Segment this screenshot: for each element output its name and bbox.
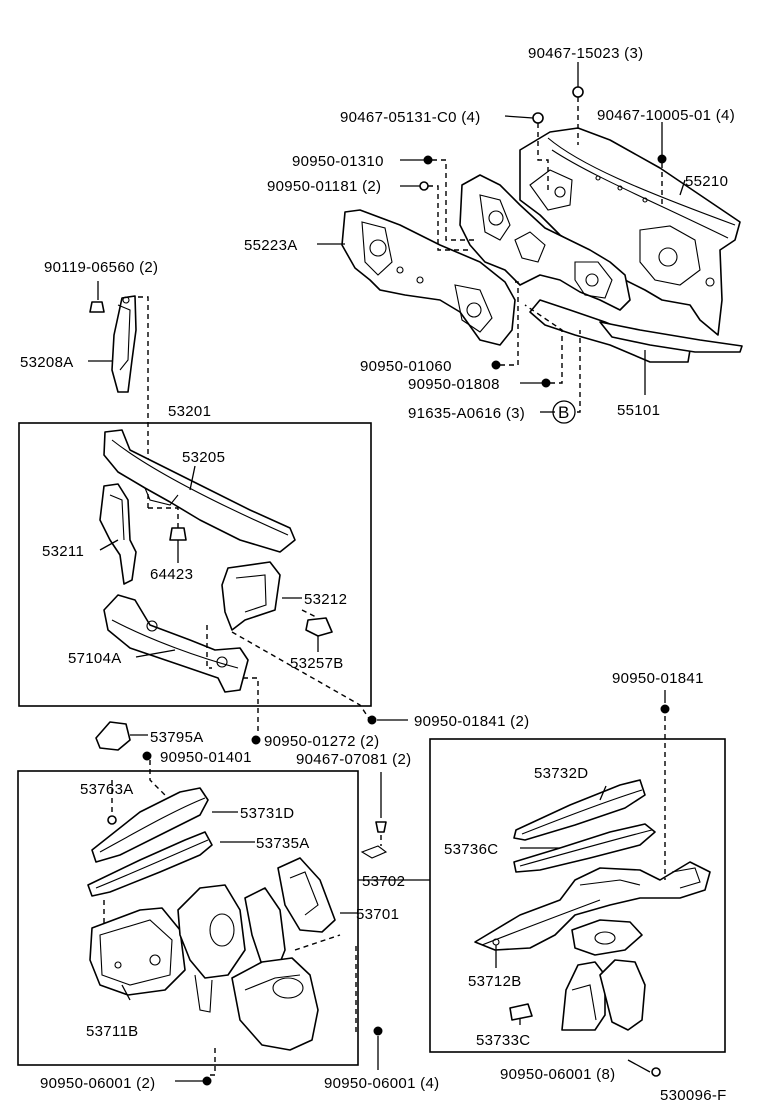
dashed-leaders-53201 — [148, 507, 371, 732]
leader-lines-53701 — [121, 811, 430, 1001]
label-53736C: 53736C — [444, 841, 498, 858]
clip-90467-07081-icon — [375, 821, 387, 833]
label-53733C: 53733C — [476, 1032, 530, 1049]
label-53212: 53212 — [304, 591, 347, 608]
support-53205 — [103, 429, 296, 553]
label-53711B: 53711B — [86, 1023, 138, 1040]
nut-90950-01401-icon — [142, 751, 152, 761]
apron-53711B — [89, 907, 186, 996]
label-57104A: 57104A — [68, 650, 122, 667]
bracket-53257B-icon — [305, 617, 333, 637]
reference-B: B — [558, 403, 570, 422]
bracket-53712B-lower — [571, 919, 643, 956]
panel-53732D — [513, 779, 646, 841]
nut-90950-01841-2-icon — [367, 715, 377, 725]
label-53731D: 53731D — [240, 805, 294, 822]
label-53735A: 53735A — [256, 835, 310, 852]
label-90950-01060: 90950-01060 — [360, 358, 452, 375]
label-53701: 53701 — [356, 906, 399, 923]
group-frame-53201 — [18, 422, 372, 707]
clip-90467-10005-icon — [657, 154, 667, 164]
label-90467-10005: 90467-10005-01 (4) — [597, 107, 735, 124]
label-53763A: 53763A — [80, 781, 134, 798]
label-55223A: 55223A — [244, 237, 298, 254]
nut-90950-01181-icon — [419, 181, 429, 191]
panel-53736C — [513, 823, 656, 873]
bracket-53212 — [221, 561, 281, 631]
dashed-leaders-53701 — [103, 760, 357, 1076]
dash-panel-middle — [459, 174, 631, 311]
nut-90950-06001-2-icon — [202, 1076, 212, 1086]
label-55101: 55101 — [617, 402, 660, 419]
panel-53735A — [87, 831, 213, 897]
label-90950-06001-4: 90950-06001 (4) — [324, 1075, 439, 1092]
label-90950-01401: 90950-01401 — [160, 749, 252, 766]
leader-lines-53702 — [495, 690, 666, 1073]
leader-lines-top — [317, 62, 686, 413]
label-90950-01841: 90950-01841 — [612, 670, 704, 687]
nut-90950-01272-icon — [251, 735, 261, 745]
leader-lines-53201 — [99, 465, 319, 658]
nut-90467-15023-icon — [572, 86, 584, 98]
label-53702: 53702 — [362, 873, 405, 890]
diagram-code: 530096-F — [660, 1087, 727, 1104]
label-53211: 53211 — [42, 543, 84, 560]
bracket-53208A — [111, 295, 137, 393]
label-90950-01181: 90950-01181 (2) — [267, 178, 381, 195]
label-53712B: 53712B — [468, 973, 522, 990]
nut-90950-01310-icon — [423, 155, 433, 165]
nut-90950-01841-icon — [660, 704, 670, 714]
label-53201: 53201 — [168, 403, 211, 420]
label-90950-06001-2: 90950-06001 (2) — [40, 1075, 155, 1092]
group-frame-53702 — [429, 738, 726, 1053]
housing-53702-b — [599, 959, 646, 1031]
bolt-90119-06560-icon — [89, 301, 105, 313]
dashed-leaders-top — [428, 97, 663, 413]
nut-90950-06001-8-icon — [651, 1067, 661, 1077]
group-frame-53701 — [17, 770, 359, 1066]
clip-90467-05131-icon — [532, 112, 544, 124]
label-53732D: 53732D — [534, 765, 588, 782]
label-53208A: 53208A — [20, 354, 74, 371]
label-90950-01808: 90950-01808 — [408, 376, 500, 393]
label-90467-07081: 90467-07081 (2) — [296, 751, 411, 768]
clip-53763A-icon — [107, 815, 117, 825]
label-53257B: 53257B — [290, 655, 344, 672]
part-labels: 90467-15023 (3) 90467-05131-C0 (4) 90467… — [20, 45, 735, 1104]
seal-53702-icon — [360, 845, 388, 859]
brace-53211 — [99, 483, 137, 585]
member-53712B — [474, 861, 711, 951]
housing-53701-d — [231, 957, 319, 1051]
housing-53702-a — [561, 961, 606, 1031]
label-55210: 55210 — [685, 173, 728, 190]
label-91635-A0616: 91635-A0616 (3) — [408, 405, 525, 422]
dash-panel-55223A — [341, 209, 516, 346]
label-53795A: 53795A — [150, 729, 204, 746]
bracket-53795A-icon — [95, 721, 131, 751]
reference-B-circle — [552, 400, 576, 424]
label-90467-15023: 90467-15023 (3) — [528, 45, 643, 62]
label-90950-06001-8: 90950-06001 (8) — [500, 1066, 615, 1083]
label-90950-01841-2: 90950-01841 (2) — [414, 713, 529, 730]
nut-90950-06001-4-icon — [373, 1026, 383, 1036]
label-53205: 53205 — [182, 449, 225, 466]
label-90119-06560: 90119-06560 (2) — [44, 259, 158, 276]
label-90950-01272: 90950-01272 (2) — [264, 733, 379, 750]
panel-53731D — [91, 787, 209, 863]
dash-rail-55101 — [529, 299, 743, 363]
label-90467-05131: 90467-05131-C0 (4) — [340, 109, 481, 126]
clip-64423-icon — [169, 527, 187, 541]
label-64423: 64423 — [150, 566, 193, 583]
nut-90950-01808-icon — [541, 378, 551, 388]
label-90950-01310: 90950-01310 — [292, 153, 384, 170]
bracket-53701-c — [277, 857, 336, 933]
pad-53733C-icon — [509, 1003, 533, 1021]
housing-53701-a — [177, 884, 246, 1013]
